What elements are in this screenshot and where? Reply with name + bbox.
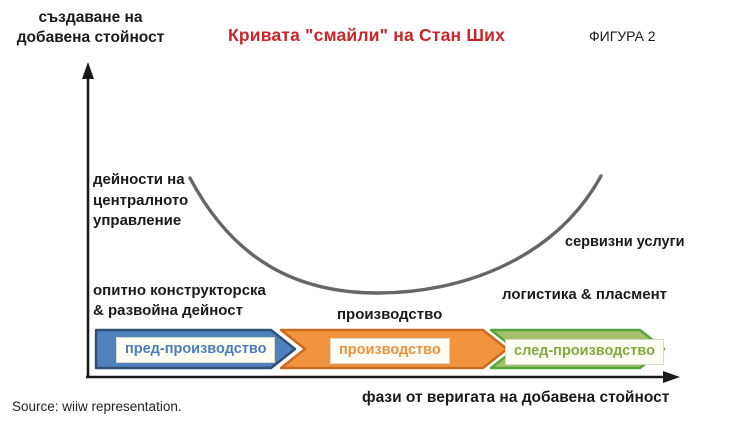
annotation-rnd-activity: опитно конструкторска & развойна дейност: [93, 282, 266, 319]
stage-label-pre-production: пред-производство: [116, 337, 276, 363]
stage-label-post-production-text: след-производство: [514, 343, 655, 360]
annotation-service-services: сервизни услуги: [565, 234, 685, 250]
annotation-production: производство: [337, 306, 443, 323]
stage-label-production-text: производство: [339, 342, 441, 359]
x-axis-arrowhead-icon: [663, 371, 680, 383]
source-note: Source: wiiw representation.: [12, 399, 182, 414]
smile-curve-path: [188, 174, 603, 295]
annotation-central-management: дейности на централното управление: [93, 171, 189, 230]
annotation-logistics-distribution: логистика & пласмент: [502, 286, 668, 303]
y-axis-arrowhead-icon: [82, 62, 94, 79]
stage-label-production: производство: [330, 338, 450, 364]
figure-number-label: ФИГУРА 2: [589, 28, 656, 44]
x-axis-label: фази от веригата на добавена стойност: [362, 389, 670, 406]
stage-label-pre-production-text: пред-производство: [125, 341, 267, 358]
page-title: Кривата "смайли" на Стан Ших: [228, 25, 506, 45]
stage-label-post-production: след-производство: [505, 339, 664, 365]
y-axis-label: създаване на добавена стойност: [16, 9, 165, 47]
